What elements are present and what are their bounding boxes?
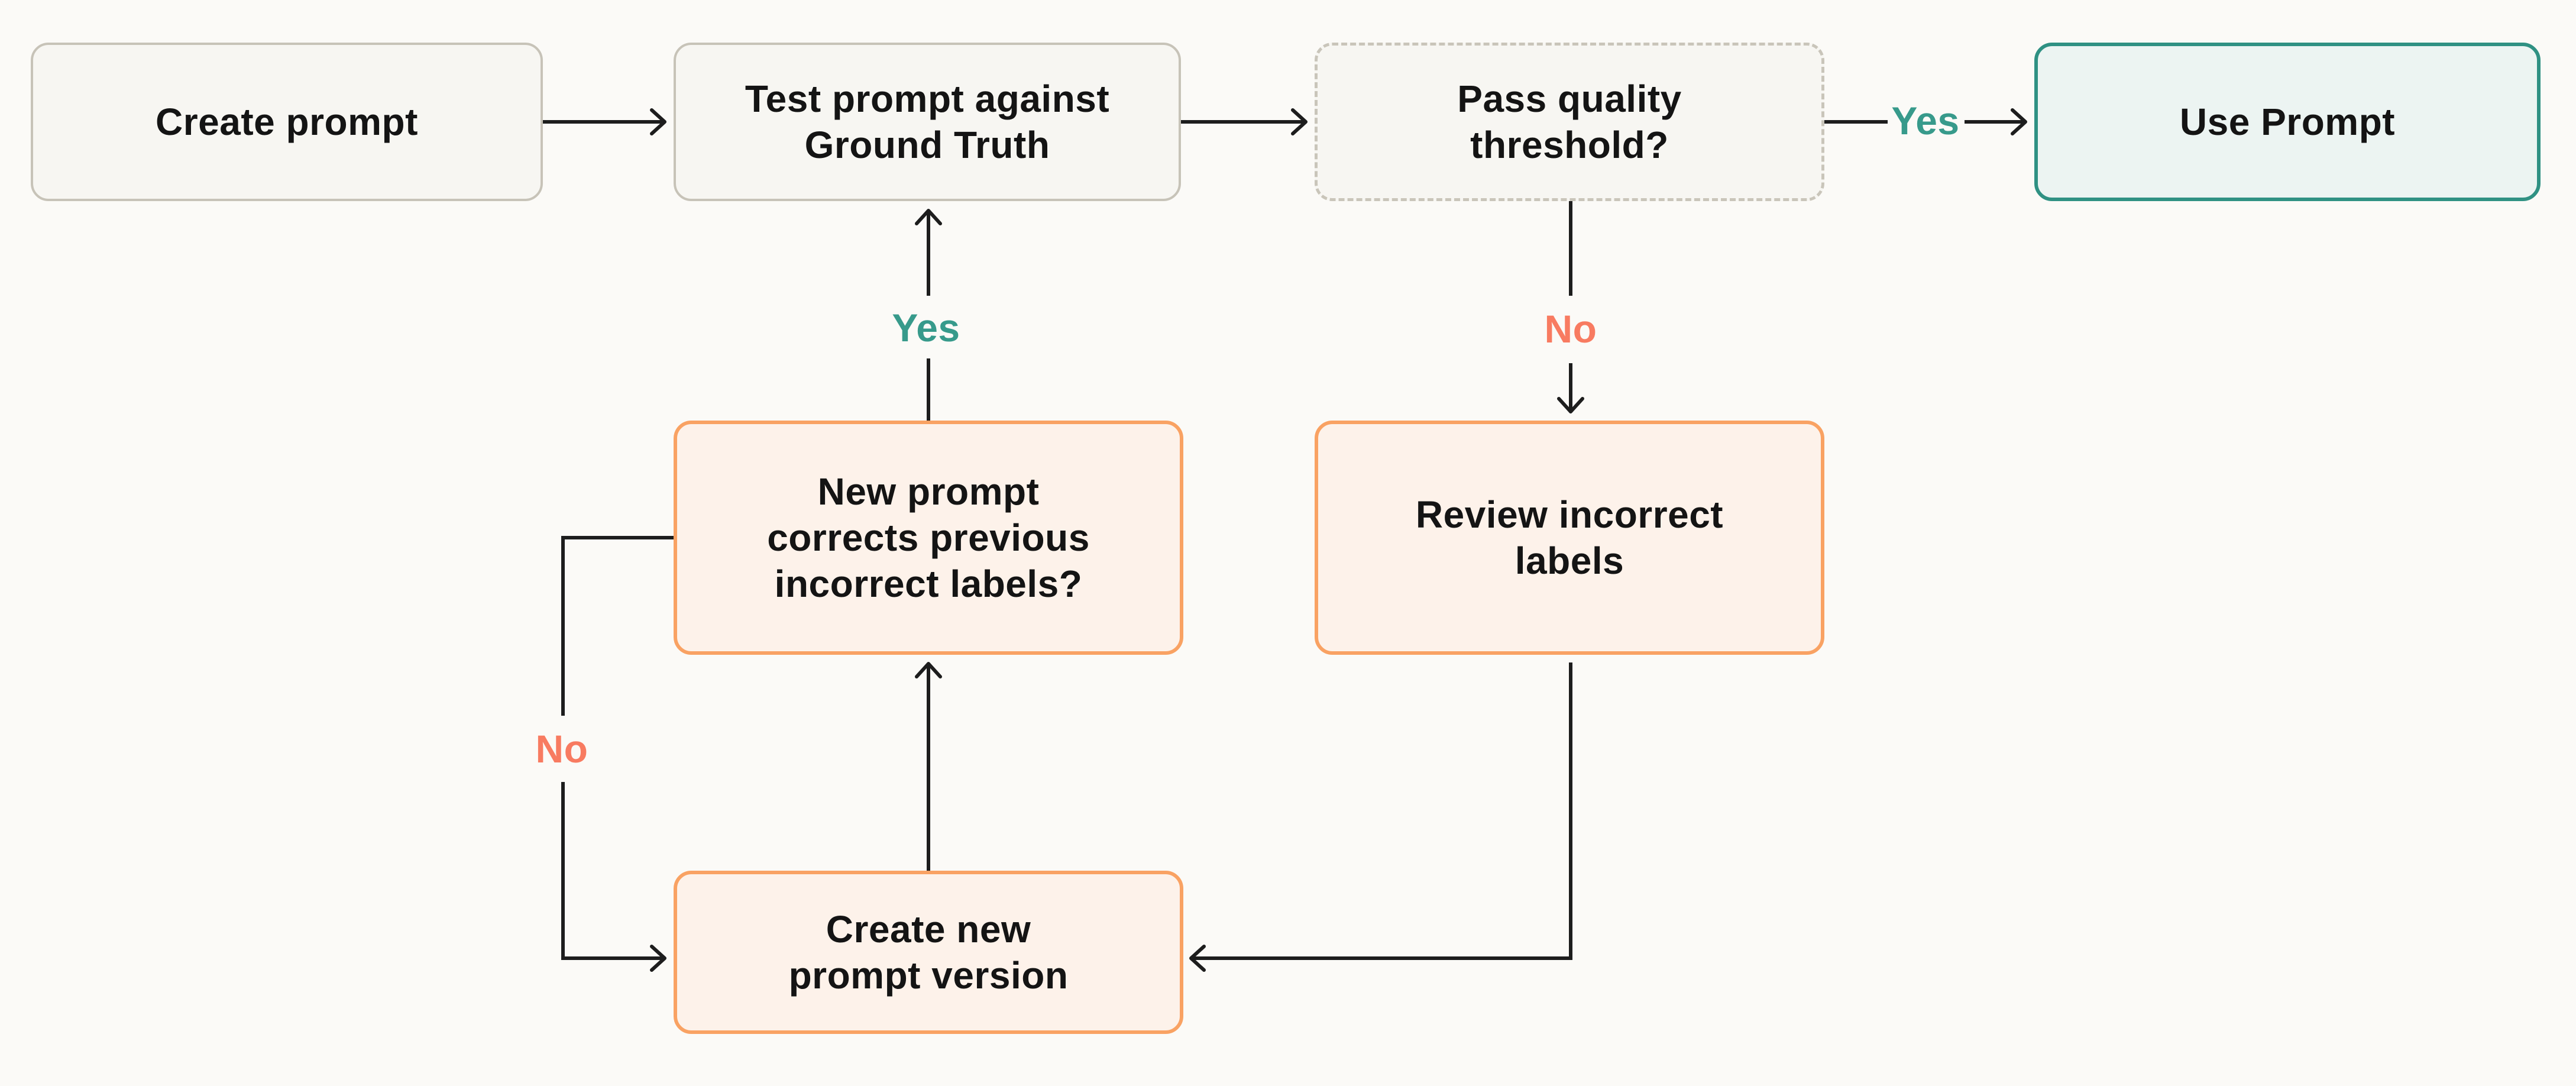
node-new-prompt-corrects-previous-incorrect-labels: New prompt corrects previous incorrect l…	[674, 421, 1183, 655]
node-pass-quality-threshold-label: Pass quality threshold?	[1457, 77, 1682, 166]
node-pass-quality-threshold: Pass quality threshold?	[1315, 43, 1824, 201]
node-test-prompt-against-ground-truth: Test prompt against Ground Truth	[674, 43, 1181, 201]
node-create-new-prompt-version-label: Create new prompt version	[788, 907, 1069, 997]
edge-no-loop-to-version-arrow	[561, 782, 666, 972]
edge-label-no-review: No	[1544, 307, 1597, 351]
edge-label-no-loop: No	[535, 727, 588, 771]
edge-label-yes-use-prompt: Yes	[1891, 99, 1960, 143]
edge-corrects-no-loop-segment	[561, 536, 674, 716]
node-use-prompt: Use Prompt	[2034, 43, 2541, 201]
node-new-prompt-corrects-label: New prompt corrects previous incorrect l…	[767, 470, 1090, 606]
edge-review-to-version-arrow	[1189, 662, 1572, 972]
node-create-new-prompt-version: Create new prompt version	[674, 871, 1183, 1034]
node-review-incorrect-labels: Review incorrect labels	[1315, 421, 1824, 655]
node-test-prompt-label: Test prompt against Ground Truth	[745, 77, 1110, 166]
node-use-prompt-label: Use Prompt	[2179, 100, 2396, 143]
node-create-prompt: Create prompt	[31, 43, 543, 201]
node-create-prompt-label: Create prompt	[156, 100, 418, 143]
node-review-incorrect-labels-label: Review incorrect labels	[1415, 493, 1724, 582]
edge-label-yes-test: Yes	[892, 306, 960, 350]
